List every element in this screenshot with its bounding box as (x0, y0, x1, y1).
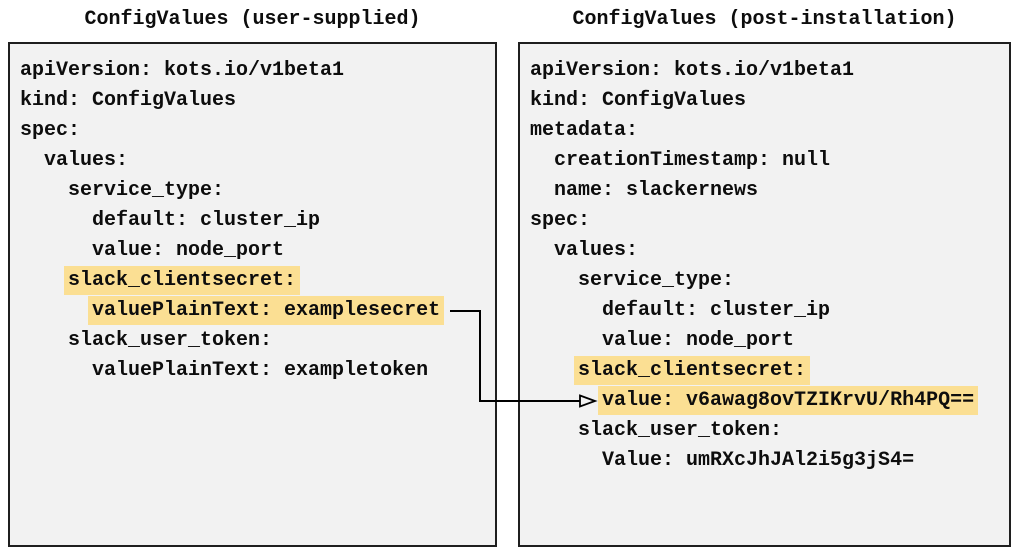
yaml-indent (20, 329, 68, 352)
yaml-text: service_type: (68, 179, 225, 202)
yaml-line: slack_clientsecret: (530, 356, 1001, 386)
yaml-text: default: cluster_ip (92, 209, 321, 232)
yaml-text: slack_user_token: (578, 419, 783, 442)
right-panel-title: ConfigValues (post-installation) (572, 8, 957, 31)
yaml-line: value: node_port (530, 326, 1001, 356)
yaml-text: values: (44, 149, 129, 172)
yaml-line: kind: ConfigValues (530, 86, 1001, 116)
yaml-line: value: node_port (20, 236, 487, 266)
yaml-text: name: slackernews (554, 179, 759, 202)
yaml-line: spec: (20, 116, 487, 146)
yaml-text: spec: (20, 119, 81, 142)
yaml-text: valuePlainText: exampletoken (92, 359, 429, 382)
yaml-line: name: slackernews (530, 176, 1001, 206)
yaml-line: service_type: (20, 176, 487, 206)
yaml-text: value: node_port (602, 329, 795, 352)
yaml-indent (530, 299, 602, 322)
yaml-indent (20, 209, 92, 232)
post-installation-config-panel: apiVersion: kots.io/v1beta1 kind: ConfigV… (518, 42, 1011, 547)
yaml-line: default: cluster_ip (530, 296, 1001, 326)
yaml-text-highlighted: slack_clientsecret: (574, 356, 811, 385)
yaml-text: apiVersion: kots.io/v1beta1 (20, 59, 345, 82)
yaml-text: creationTimestamp: null (554, 149, 831, 172)
yaml-text-highlighted: valuePlainText: examplesecret (88, 296, 445, 325)
yaml-text: values: (554, 239, 639, 262)
yaml-text: kind: ConfigValues (20, 89, 237, 112)
yaml-indent (20, 179, 68, 202)
yaml-indent (530, 329, 602, 352)
yaml-indent (530, 389, 602, 412)
yaml-indent (530, 239, 554, 262)
yaml-text: spec: (530, 209, 591, 232)
yaml-line: Value: umRXcJhJAl2i5g3jS4= (530, 446, 1001, 476)
yaml-text: Value: umRXcJhJAl2i5g3jS4= (602, 449, 915, 472)
yaml-line: service_type: (530, 266, 1001, 296)
yaml-indent (530, 419, 578, 442)
yaml-indent (530, 149, 554, 172)
yaml-line: values: (20, 146, 487, 176)
yaml-line: valuePlainText: exampletoken (20, 356, 487, 386)
yaml-line: value: v6awag8ovTZIKrvU/Rh4PQ== (530, 386, 1001, 416)
yaml-indent (20, 239, 92, 262)
yaml-indent (530, 179, 554, 202)
yaml-line: valuePlainText: examplesecret (20, 296, 487, 326)
yaml-indent (20, 299, 92, 322)
yaml-text: slack_user_token: (68, 329, 273, 352)
yaml-line: slack_user_token: (530, 416, 1001, 446)
yaml-text: value: node_port (92, 239, 285, 262)
yaml-line: slack_user_token: (20, 326, 487, 356)
yaml-line: apiVersion: kots.io/v1beta1 (530, 56, 1001, 86)
yaml-line: slack_clientsecret: (20, 266, 487, 296)
yaml-text: default: cluster_ip (602, 299, 831, 322)
yaml-indent (530, 359, 578, 382)
yaml-text: service_type: (578, 269, 735, 292)
yaml-text: metadata: (530, 119, 639, 142)
yaml-text-highlighted: slack_clientsecret: (64, 266, 301, 295)
yaml-indent (530, 269, 578, 292)
yaml-line: values: (530, 236, 1001, 266)
yaml-line: apiVersion: kots.io/v1beta1 (20, 56, 487, 86)
left-panel-title: ConfigValues (user-supplied) (84, 8, 421, 31)
yaml-indent (20, 269, 68, 292)
yaml-line: metadata: (530, 116, 1001, 146)
yaml-indent (20, 149, 44, 172)
yaml-line: creationTimestamp: null (530, 146, 1001, 176)
yaml-line: kind: ConfigValues (20, 86, 487, 116)
yaml-line: default: cluster_ip (20, 206, 487, 236)
yaml-line: spec: (530, 206, 1001, 236)
yaml-text-highlighted: value: v6awag8ovTZIKrvU/Rh4PQ== (598, 386, 979, 415)
yaml-indent (20, 359, 92, 382)
user-supplied-config-panel: apiVersion: kots.io/v1beta1 kind: ConfigV… (8, 42, 497, 547)
yaml-indent (530, 449, 602, 472)
yaml-text: kind: ConfigValues (530, 89, 747, 112)
yaml-text: apiVersion: kots.io/v1beta1 (530, 59, 855, 82)
